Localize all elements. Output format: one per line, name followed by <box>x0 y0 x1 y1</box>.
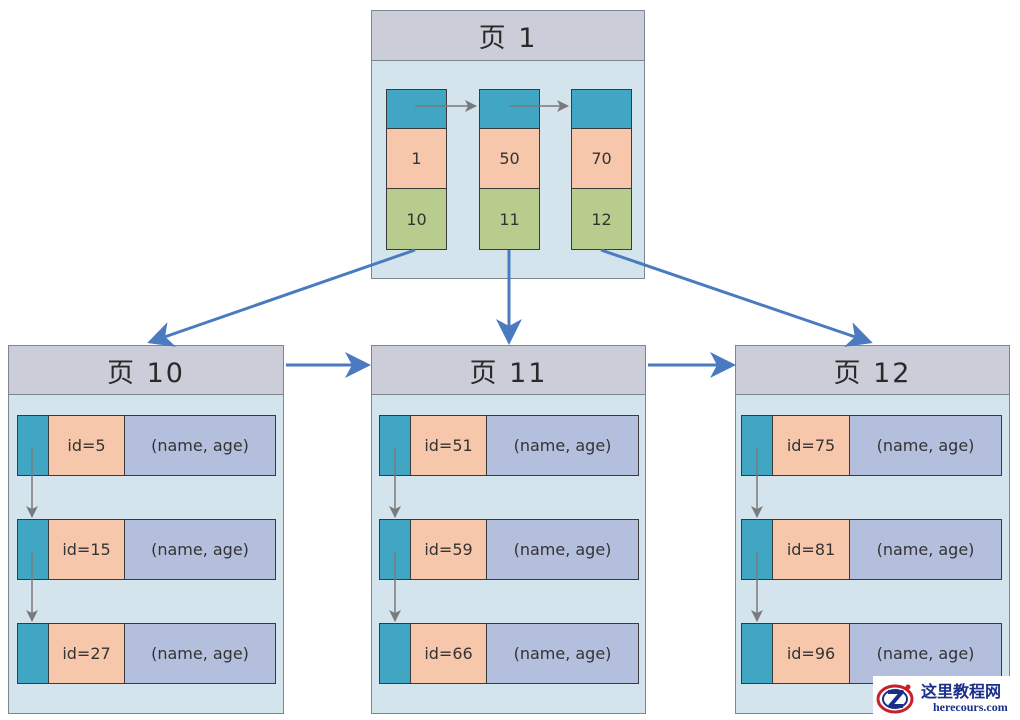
record-next-pointer <box>17 519 49 580</box>
root-child-page-cell: 12 <box>571 188 632 250</box>
record-next-pointer <box>379 623 411 684</box>
z-logo-icon <box>876 684 914 714</box>
root-key-cell: 50 <box>479 128 540 189</box>
record-next-pointer <box>741 623 773 684</box>
record-id: id=15 <box>48 519 125 580</box>
record-id: id=59 <box>410 519 487 580</box>
record-data: (name, age) <box>486 415 639 476</box>
record-id: id=81 <box>772 519 850 580</box>
root-page-title: 页 1 <box>372 11 644 61</box>
leaf-page-title: 页 10 <box>9 346 283 395</box>
record-next-pointer <box>741 415 773 476</box>
record-id: id=27 <box>48 623 125 684</box>
record-data: (name, age) <box>849 623 1002 684</box>
record-next-pointer <box>741 519 773 580</box>
root-key-cell: 1 <box>386 128 447 189</box>
record-id: id=96 <box>772 623 850 684</box>
record-data: (name, age) <box>124 623 276 684</box>
leaf-page-title: 页 11 <box>372 346 645 395</box>
record-id: id=5 <box>48 415 125 476</box>
root-child-page-cell: 10 <box>386 188 447 250</box>
leaf-page: 页 11 id=51 (name, age) id=59 (name, age)… <box>371 345 646 714</box>
record-id: id=51 <box>410 415 487 476</box>
record-next-pointer <box>17 415 49 476</box>
root-pointer-cell <box>386 89 447 129</box>
leaf-page-title: 页 12 <box>736 346 1009 395</box>
record-data: (name, age) <box>849 415 1002 476</box>
record-data: (name, age) <box>486 623 639 684</box>
watermark-cn: 这里教程网 <box>921 682 1002 701</box>
watermark-logo: 这里教程网 herecours.com <box>873 676 1020 720</box>
record-next-pointer <box>17 623 49 684</box>
leaf-page: 页 10 id=5 (name, age) id=15 (name, age) … <box>8 345 284 714</box>
record-next-pointer <box>379 519 411 580</box>
root-child-page-cell: 11 <box>479 188 540 250</box>
root-key-cell: 70 <box>571 128 632 189</box>
record-data: (name, age) <box>486 519 639 580</box>
root-pointer-cell <box>479 89 540 129</box>
record-data: (name, age) <box>124 415 276 476</box>
record-id: id=75 <box>772 415 850 476</box>
root-page: 页 1 1 10 50 11 70 12 <box>371 10 645 279</box>
root-pointer-cell <box>571 89 632 129</box>
record-data: (name, age) <box>124 519 276 580</box>
record-data: (name, age) <box>849 519 1002 580</box>
watermark-en: herecours.com <box>933 700 1008 714</box>
leaf-page: 页 12 id=75 (name, age) id=81 (name, age)… <box>735 345 1010 714</box>
record-next-pointer <box>379 415 411 476</box>
record-id: id=66 <box>410 623 487 684</box>
